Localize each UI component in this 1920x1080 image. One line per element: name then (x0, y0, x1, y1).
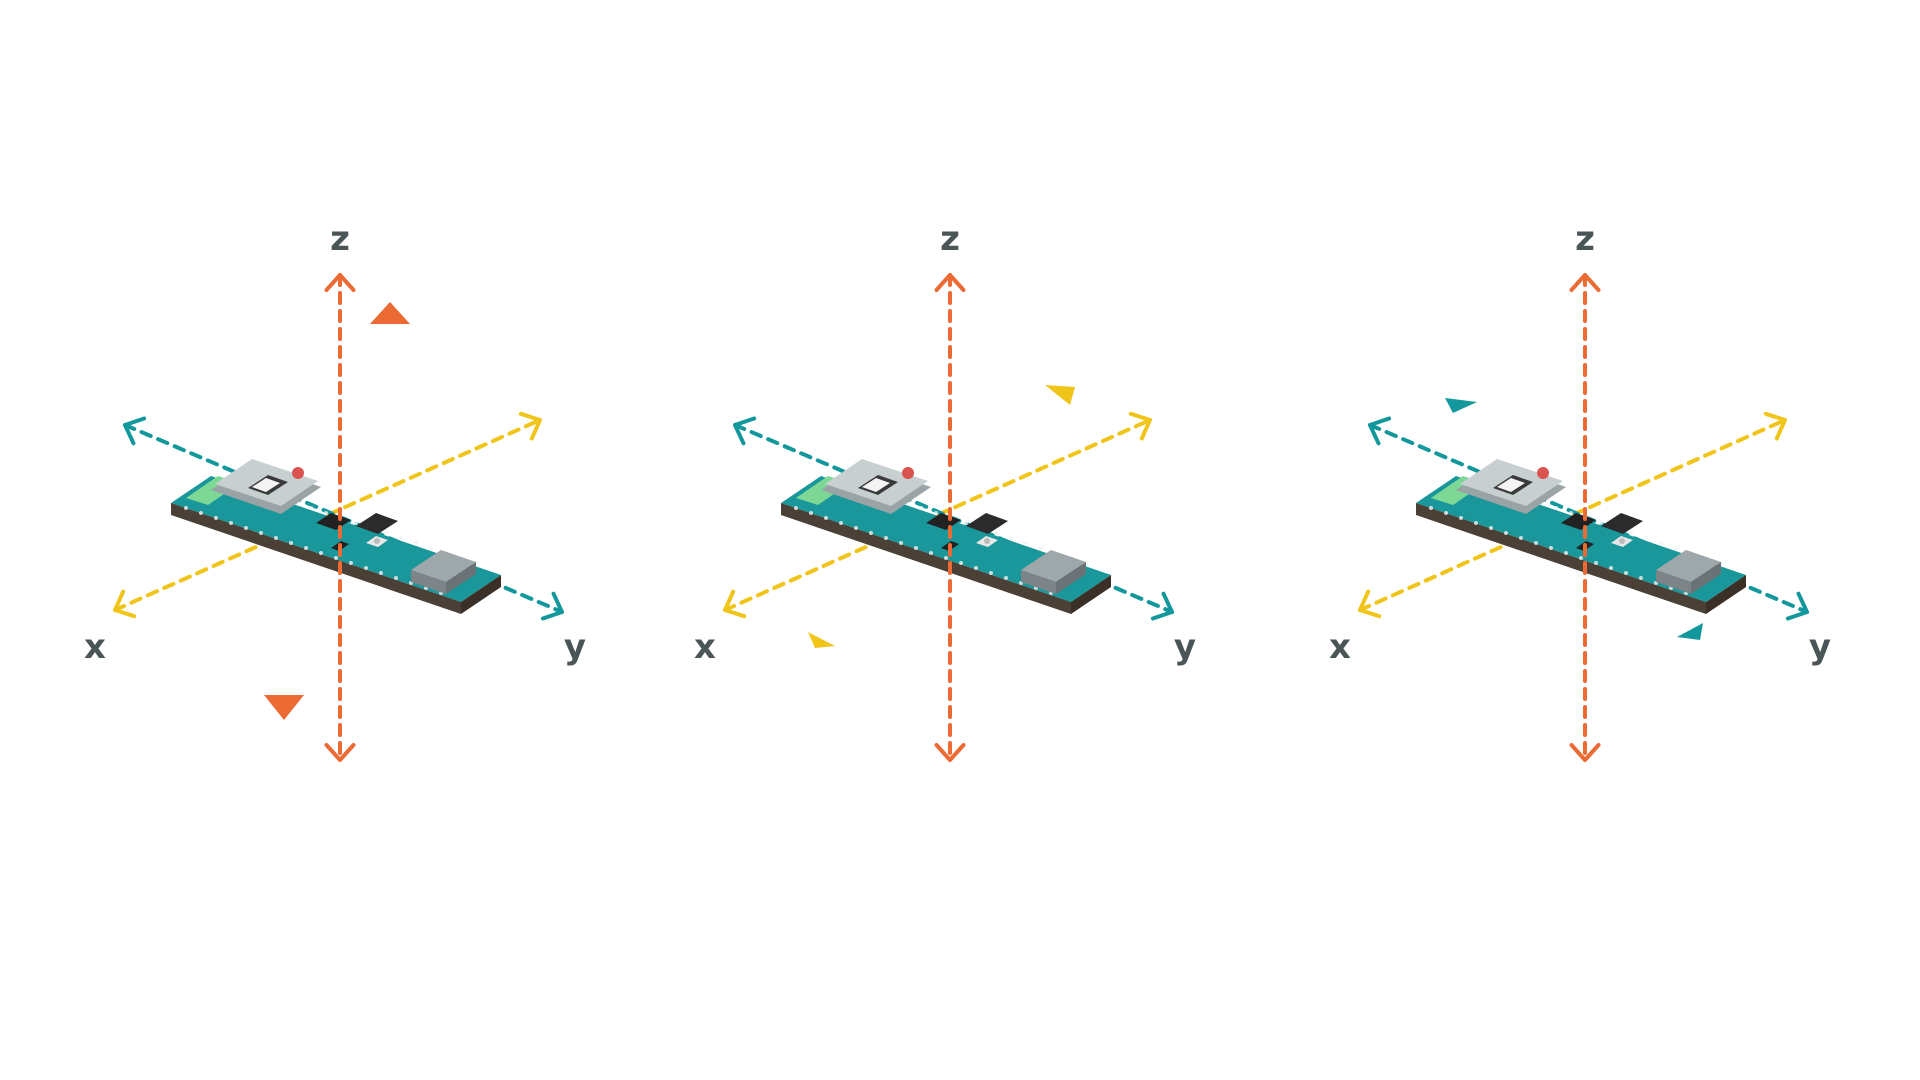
axis-line-yellow (723, 418, 1152, 612)
axis-arrow-teal-start (733, 416, 757, 446)
axis-arrow-yellow-end (1763, 411, 1787, 441)
axis-arrow-orange-bottom (324, 743, 356, 762)
axis-arrow-teal-end (540, 591, 564, 621)
axis-label-y: y (1809, 627, 1831, 667)
axis-arrow-yellow-end (1128, 411, 1152, 441)
panel-z-rotation: z x y (84, 219, 586, 762)
arduino-board (781, 459, 1111, 614)
axis-label-z: z (940, 219, 960, 259)
rotation-marker-up (370, 302, 410, 324)
axis-label-x: x (694, 627, 716, 667)
axis-arrow-orange-bottom (1569, 743, 1601, 762)
axis-line-yellow (113, 418, 542, 612)
axis-arrow-teal-end (1150, 591, 1174, 621)
axis-label-z: z (1575, 219, 1595, 259)
panel-y-rotation: z x y (694, 219, 1196, 762)
axis-arrow-orange-top (1569, 273, 1601, 292)
rotation-marker-down (264, 695, 304, 720)
axis-label-y: y (564, 627, 586, 667)
rotation-marker-upper (1045, 385, 1075, 405)
axis-label-x: x (84, 627, 106, 667)
axis-label-z: z (330, 219, 350, 259)
axis-arrow-yellow-start (723, 589, 747, 619)
rotation-marker-lower (1677, 623, 1703, 640)
axis-arrow-yellow-end (518, 411, 542, 441)
axis-arrow-teal-end (1785, 591, 1809, 621)
rotation-marker-upper (1445, 398, 1477, 413)
panel-x-rotation: z x y (1329, 219, 1831, 762)
axis-line-yellow (1358, 418, 1787, 612)
axis-arrow-teal-start (1368, 416, 1392, 446)
arduino-board (1416, 459, 1746, 614)
axis-arrow-yellow-start (113, 589, 137, 619)
arduino-board (171, 459, 501, 614)
axis-label-x: x (1329, 627, 1351, 667)
axis-arrow-orange-top (324, 273, 356, 292)
axis-label-y: y (1174, 627, 1196, 667)
axis-arrow-orange-bottom (934, 743, 966, 762)
axis-arrow-teal-start (123, 416, 147, 446)
axis-arrow-orange-top (934, 273, 966, 292)
rotation-marker-lower (808, 632, 835, 648)
axis-arrow-yellow-start (1358, 589, 1382, 619)
